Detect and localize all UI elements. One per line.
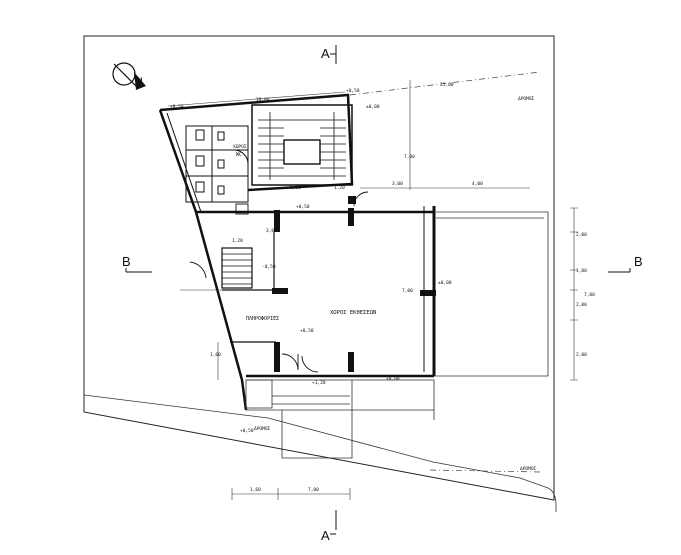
dim-stair-2: 1,20	[334, 185, 345, 191]
level-mark-7: ±0,00	[386, 376, 400, 382]
main-staircase	[251, 104, 353, 186]
section-lines	[125, 45, 631, 535]
dim-door: 1,20	[232, 238, 243, 244]
room-label-secondary: ΠΛΗΡΟΦΟΡΙΕΣ	[246, 316, 279, 322]
section-mark-left: B	[122, 254, 131, 269]
road-line-right	[349, 71, 541, 473]
dim-corner-top-left: +0,50	[170, 104, 184, 110]
dim-right-side-3: 2,00	[576, 302, 587, 308]
level-mark-2: +0,50	[296, 204, 310, 210]
north-arrow-icon: N	[112, 62, 146, 90]
dim-vertical-right: 7,00	[404, 154, 415, 160]
dim-hall-height: 7,00	[402, 288, 413, 294]
section-mark-bottom: A	[321, 528, 330, 543]
entrance-steps	[245, 379, 435, 459]
level-mark-4: +0,50	[300, 328, 314, 334]
level-mark-8: +0,50	[240, 428, 254, 434]
dim-left: 1,60	[210, 352, 221, 358]
level-mark-3: -0,50	[262, 264, 276, 270]
level-mark-6: +1,20	[312, 380, 326, 386]
terrace-outline	[434, 211, 549, 377]
dim-bottom-right: 7,00	[308, 487, 319, 493]
dim-corner-top-right: +0,50	[346, 88, 360, 94]
room-label-wc: WC	[236, 152, 242, 158]
dimension-lines	[167, 80, 578, 500]
plot-boundary	[83, 35, 555, 501]
secondary-staircase	[221, 247, 253, 289]
svg-text:N: N	[137, 77, 142, 87]
plot-edge-bottom-label: ΔΡΟΜΟΣ	[254, 426, 271, 432]
room-label-main-hall: ΧΩΡΟΣ ΕΚΘΕΣΕΩΝ	[330, 310, 376, 316]
section-mark-top: A	[321, 46, 330, 61]
partitions	[222, 232, 276, 343]
plot-edge-left-label: ΔΡΟΜΟΣ	[518, 96, 535, 102]
dim-right-span: 25,00	[440, 82, 454, 88]
columns	[272, 196, 436, 372]
wc-block	[185, 125, 249, 203]
dim-vertical-left: 3,00	[266, 228, 277, 234]
dim-bottom-left: 1,60	[250, 487, 261, 493]
plot-edge-right-label: ΔΡΟΜΟΣ	[520, 466, 537, 472]
doors	[189, 191, 369, 373]
level-mark-5: ±0,00	[438, 280, 452, 286]
dim-right-small: 3,00	[392, 181, 403, 187]
dim-stair-1: 1,20	[290, 185, 301, 191]
dim-right-mid: 4,00	[472, 181, 483, 187]
dim-top-width: 10,00	[256, 97, 270, 103]
room-label-wc-area: ΧΩΡΟΣ	[233, 144, 247, 150]
road-edge-lines	[83, 394, 557, 512]
level-mark-1: ±0,00	[366, 104, 380, 110]
dim-right-total: 7,00	[584, 292, 595, 298]
dim-right-side-4: 2,00	[576, 352, 587, 358]
dim-right-side-1: 2,00	[576, 232, 587, 238]
dim-right-side-2: 1,00	[576, 268, 587, 274]
section-mark-right: B	[634, 254, 643, 269]
building-outline	[158, 93, 436, 411]
